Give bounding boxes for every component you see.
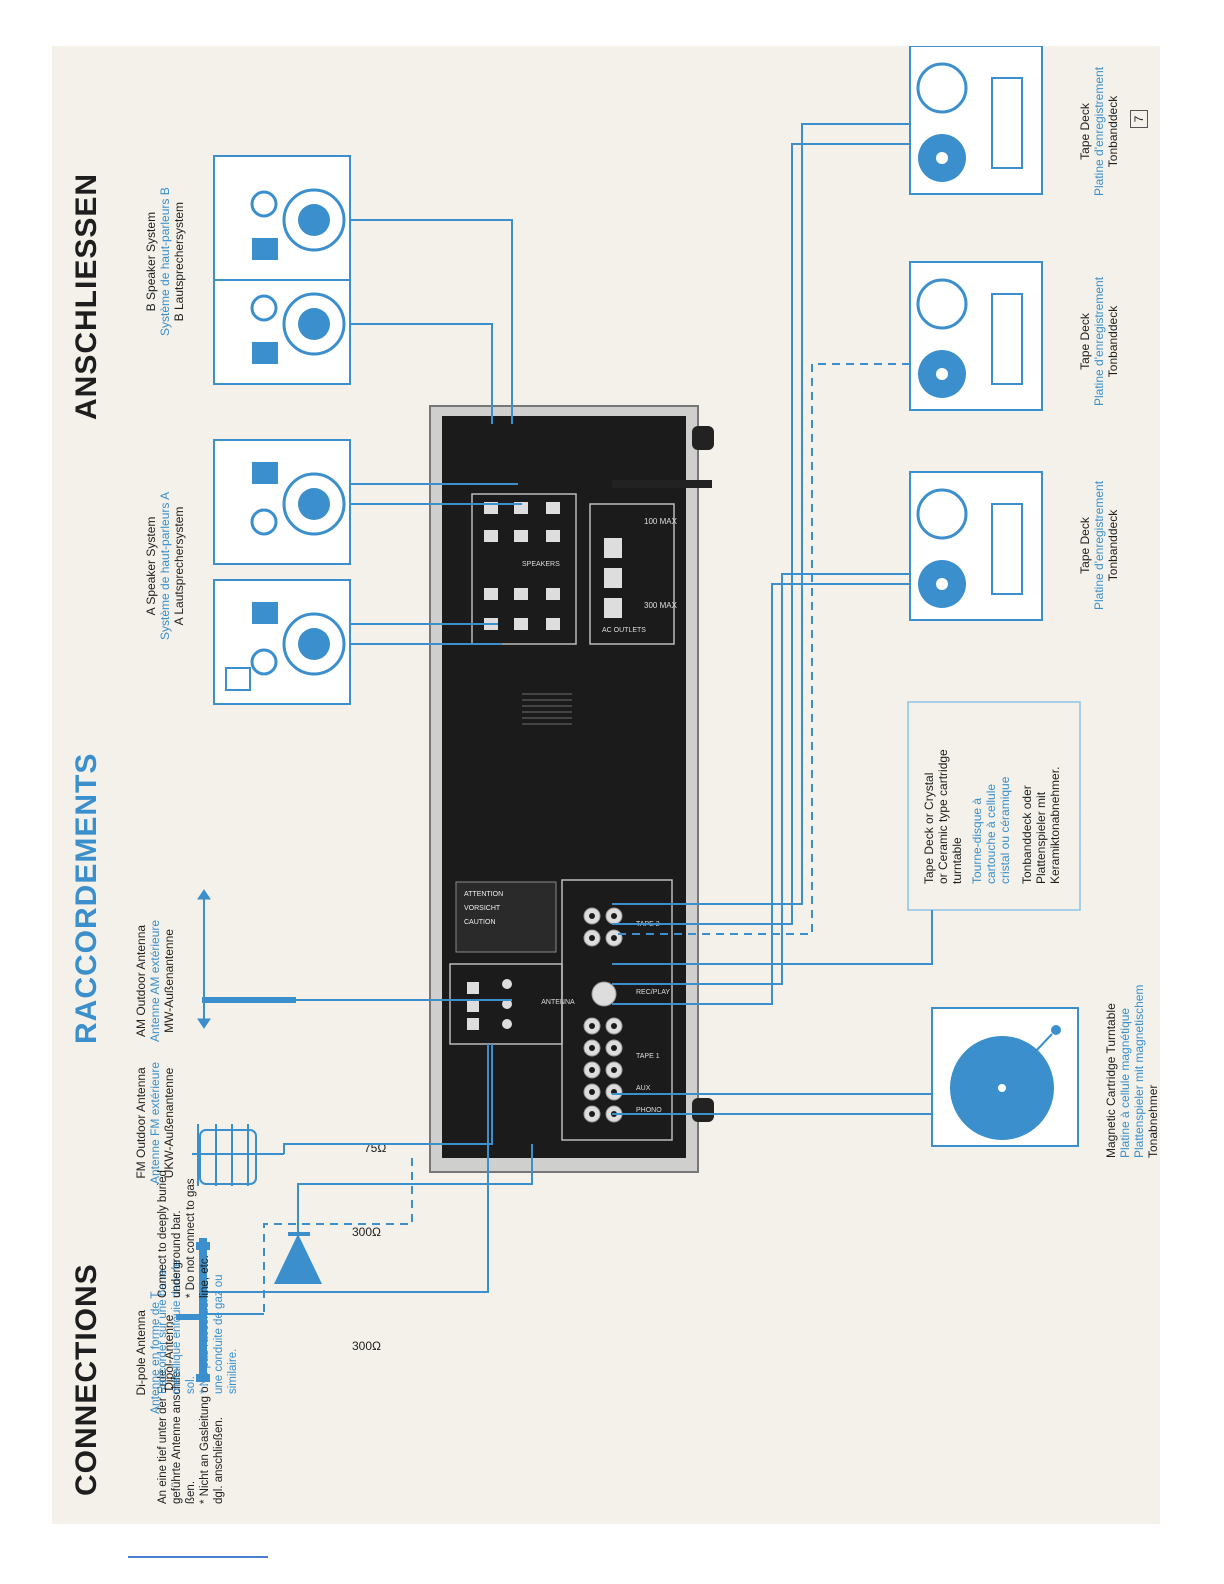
panel-attention: ATTENTION <box>464 891 503 898</box>
tape-deck-de: Tonbanddeck <box>1106 509 1120 582</box>
aux-text-en: Tape Deck or Crystal or Ceramic type car… <box>922 749 964 884</box>
am-label-fr: Antenne AM extérieure <box>148 919 162 1042</box>
receiver-foot <box>692 1098 714 1122</box>
ground-en-line: Connect to deeply buried <box>157 1170 169 1298</box>
speakers-a-fr: Système de haut-parleurs A <box>158 491 172 640</box>
speaker-b-right <box>213 155 351 281</box>
aux-de-line: Tonbanddeck oder <box>1020 785 1034 884</box>
turntable-label-fr: Platine à cellule magnétique <box>1118 1007 1132 1158</box>
aux-en-line: turntable <box>950 837 964 884</box>
panel-aux-label: AUX <box>636 1085 651 1092</box>
tape-deck-2-label: Tape Deck Platine d'enregistrement Tonba… <box>1078 277 1120 406</box>
speaker-b-left <box>213 259 351 385</box>
turntable-label-en: Magnetic Cartridge Turntable <box>1104 1003 1118 1158</box>
panel-speakers-label: SPEAKERS <box>522 561 560 568</box>
rotated-layout: ANTENNA CAUTION VORSICHT ATTENTION <box>52 46 1160 1524</box>
speakers-a-en: A Speaker System <box>144 516 158 616</box>
aux-text-fr: Tourne-disque à cartouche à cellule cris… <box>970 777 1012 884</box>
ground-text-en: Connect to deeply buried underground bar… <box>156 1170 212 1298</box>
heading-fr: RACCORDEMENTS <box>70 752 103 1044</box>
am-label-en: AM Outdoor Antenna <box>134 924 148 1037</box>
tape-deck-3 <box>909 46 1043 195</box>
receiver-foot <box>692 426 714 450</box>
panel-antenna-label: ANTENNA <box>541 999 575 1006</box>
heading-en: CONNECTIONS <box>70 1263 103 1496</box>
panel-caution: CAUTION <box>464 919 496 926</box>
tape-deck-en: Tape Deck <box>1078 103 1092 160</box>
panel-vorsicht: VORSICHT <box>464 905 501 912</box>
turntable-label-de2: Tonabnehmer <box>1146 1084 1160 1158</box>
am-label-de: MW-Außenantenne <box>162 929 176 1033</box>
rec-play-din-socket <box>591 981 617 1007</box>
ground-fr-line: une conduite de gaz ou <box>213 1274 225 1394</box>
aux-text-de: Tonbanddeck oder Plattenspieler mit Kera… <box>1020 767 1062 884</box>
tape-deck-fr: Platine d'enregistrement <box>1092 276 1106 406</box>
ground-en-line: underground bar. <box>171 1210 183 1298</box>
fm-label-de: UKW-Außenantenne <box>162 1067 176 1179</box>
tape-deck-1-label: Tape Deck Platine d'enregistrement Tonba… <box>1078 481 1120 610</box>
aux-fr-line: Tourne-disque à <box>970 797 984 884</box>
aux-en-line: or Ceramic type cartridge <box>936 749 950 884</box>
speakers-a-label: A Speaker System Système de haut-parleur… <box>144 492 186 640</box>
speakers-b-de: B Lautsprechersystem <box>172 201 186 322</box>
fm-label-fr: Antenne FM extérieure <box>148 1061 162 1184</box>
dipole-ohm: 300Ω <box>352 1339 381 1353</box>
panel-recplay-label: REC/PLAY <box>636 989 670 996</box>
tape-deck-3-label: Tape Deck Platine d'enregistrement Tonba… <box>1078 67 1120 196</box>
speakers-b-fr: Système de haut-parleurs B <box>158 187 172 336</box>
tape-deck-en: Tape Deck <box>1078 517 1092 574</box>
panel-ac-outlets-label: AC OUTLETS <box>602 627 646 634</box>
tape-deck-fr: Platine d'enregistrement <box>1092 66 1106 196</box>
panel-switched-watts: 100 MAX <box>644 517 678 526</box>
page-number: 7 <box>1130 110 1148 128</box>
turntable-label: Magnetic Cartridge Turntable Platine à c… <box>1104 985 1160 1158</box>
tape-deck-en: Tape Deck <box>1078 313 1092 370</box>
speaker-a-right <box>213 439 351 565</box>
speakers-b-en: B Speaker System <box>144 211 158 312</box>
panel-tape1-label: TAPE 1 <box>636 1053 660 1060</box>
ground-symbol <box>274 1232 322 1284</box>
aux-info-box <box>907 701 1081 911</box>
am-antenna <box>197 889 296 1029</box>
fm-ohm-300: 300Ω <box>352 1225 381 1239</box>
tape-deck-de: Tonbanddeck <box>1106 305 1120 378</box>
fm-antenna <box>192 1124 284 1186</box>
ground-fr-line: similaire. <box>227 1348 239 1394</box>
fm-label: FM Outdoor Antenna Antenne FM extérieure… <box>134 1062 176 1184</box>
tape-deck-fr: Platine d'enregistrement <box>1092 480 1106 610</box>
tape-deck-de: Tonbanddeck <box>1106 95 1120 168</box>
panel-unswitched-watts: 300 MAX <box>644 601 678 610</box>
heading-de: ANSCHLIESSEN <box>70 172 103 420</box>
aux-fr-line: cristal ou céramique <box>998 776 1012 884</box>
panel-phono-label: PHONO <box>636 1107 662 1114</box>
receiver-back-panel: ANTENNA CAUTION VORSICHT ATTENTION <box>429 405 714 1173</box>
speakers-b-label: B Speaker System Système de haut-parleur… <box>144 187 186 336</box>
dashed-wires <box>263 363 932 1312</box>
footer-rule <box>128 1556 268 1558</box>
dipole-label-en: Di-pole Antenna <box>134 1310 148 1396</box>
aux-de-line: Keramiktonabnehmer. <box>1048 766 1062 884</box>
wires <box>203 123 933 1315</box>
ground-en-line: line, etc. <box>199 1255 211 1298</box>
tape-deck-1 <box>909 471 1043 621</box>
speakers-a-de: A Lautsprechersystem <box>172 506 186 626</box>
am-label: AM Outdoor Antenna Antenne AM extérieure… <box>134 920 176 1042</box>
aux-en-line: Tape Deck or Crystal <box>922 772 936 884</box>
turntable-label-de1: Plattenspieler mit magnetischem <box>1132 984 1146 1158</box>
connection-diagram: ANTENNA CAUTION VORSICHT ATTENTION <box>176 46 1081 1382</box>
speaker-a-left <box>213 579 351 705</box>
tape-deck-2 <box>909 261 1043 411</box>
aux-de-line: Plattenspieler mit <box>1034 791 1048 884</box>
aux-fr-line: cartouche à cellule <box>984 783 998 884</box>
ground-en-line: * Do not connect to gas <box>185 1178 197 1298</box>
turntable-illustration <box>931 1007 1079 1147</box>
fm-label-en: FM Outdoor Antenna <box>134 1067 148 1179</box>
dipole-antenna <box>176 1238 210 1382</box>
